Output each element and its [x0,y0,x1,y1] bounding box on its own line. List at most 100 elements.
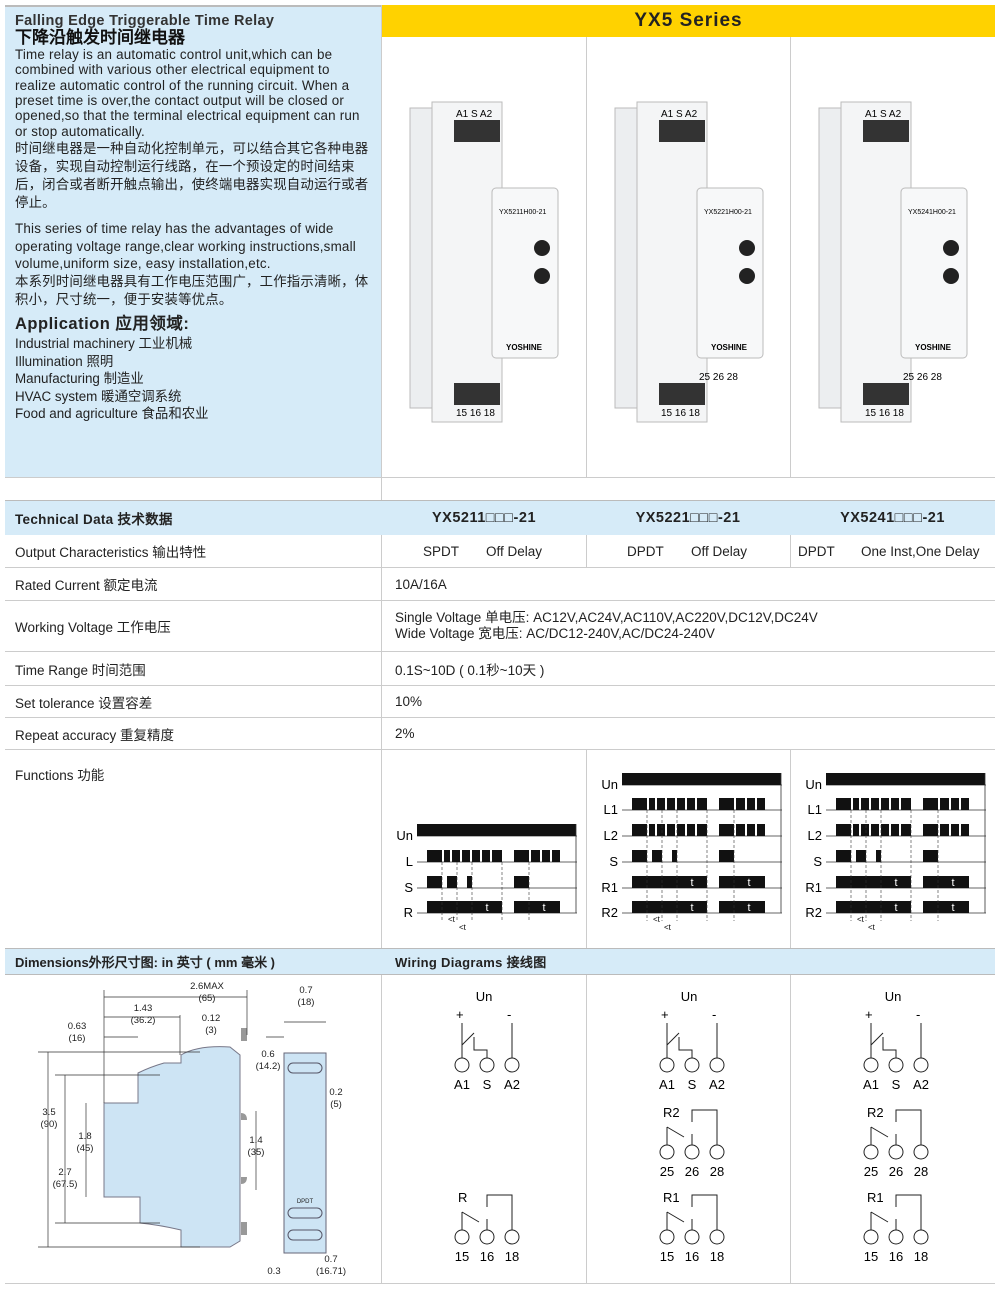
brand-label: YOSHINE [506,343,543,352]
terminal-label: A2 [504,1077,520,1092]
description-cn: 时间继电器是一种自动化控制单元，可以结合其它各种电器设备，实现自动控制运行线路，… [15,141,369,211]
dimension-drawing: 2.6MAX(65) 1.43(36.2) 0.63(16) 0.12(3) 3… [38,981,346,1277]
description-en: Time relay is an automatic control unit,… [15,46,360,139]
terminal-label: 25 [864,1164,878,1179]
model-label: YX5211H00-21 [499,209,546,216]
advantages-cn: 本系列时间继电器具有工作电压范围广，工作指示清晰，体积小，尺寸统一，便于安装等优… [15,273,369,307]
table-row: Set tolerance 设置容差 10% [5,686,995,718]
table-row: Output Characteristics 输出特性 SPDT Off Del… [5,535,995,568]
time-marker: <t [857,915,865,924]
dimension-label: (35) [248,1147,265,1158]
time-label: t [951,877,954,889]
terminal-label: 25 [660,1164,674,1179]
dimension-label: 1.4 [249,1135,262,1146]
brand-label: YOSHINE [915,343,952,352]
title-en: Falling Edge Triggerable Time Relay [15,13,275,29]
dimension-label: 0.3 [267,1266,280,1277]
application-item: HVAC system 暖通空调系统 [15,388,182,404]
time-marker: <t [448,915,456,924]
functions-row: Functions 功能 [5,750,995,948]
terminal-label: A2 [913,1077,929,1092]
signal-label: R [404,905,413,920]
terminal-label: S [688,1077,697,1092]
technical-data-label: Technical Data 技术数据 [15,512,173,527]
dimension-label: 0.2 [329,1087,342,1098]
contact-type: DPDT [627,543,664,559]
wide-voltage: Wide Voltage 宽电压: AC/DC12-240V,AC/DC24-2… [395,626,715,641]
dimension-label: DPDT [297,1199,314,1205]
divider [790,37,791,477]
dimension-label: (90) [41,1119,58,1130]
dimension-label: 0.7 [324,1254,337,1265]
row-value: 10A/16A [395,576,447,592]
table-row: Working Voltage 工作电压 Single Voltage 单电压:… [5,601,995,652]
row-value: 10% [395,694,423,709]
output-mode: Off Delay [691,543,748,559]
dimension-label: 2.7 [58,1167,71,1178]
application-item: Industrial machinery 工业机械 [15,336,193,352]
divider [790,750,791,948]
time-label: t [747,902,750,914]
time-marker: <t [868,923,876,932]
brand-label: YOSHINE [711,343,748,352]
model-header: YX5221□□□-21 [635,510,741,526]
minus-label: - [916,1007,920,1022]
relay-label: R2 [867,1105,884,1120]
dimension-label: (5) [330,1099,342,1110]
terminal-label: 18 [914,1249,928,1264]
terminal-label: A1 [659,1077,675,1092]
terminal-labels-top: A1 S A2 [865,109,902,120]
output-mode: One Inst,One Delay [861,543,980,559]
terminal-labels-bottom: 15 16 18 [456,408,495,419]
signal-label: R2 [805,905,822,920]
dimension-label: 3.5 [42,1107,55,1118]
model-label: YX5241H00-21 [908,209,956,216]
divider [5,477,995,478]
signal-label: R1 [805,880,822,895]
terminal-label: 15 [660,1249,674,1264]
dimension-label: (14.2) [256,1061,281,1072]
signal-label: L [406,854,413,869]
supply-label: Un [885,989,902,1004]
time-label: t [690,877,693,889]
advantages-en: This series of time relay has the advant… [15,221,356,272]
dimension-label: 2.6MAX [190,981,224,992]
divider [586,975,587,1283]
time-label: t [747,877,750,889]
terminal-label: 18 [505,1249,519,1264]
terminal-label: 28 [914,1164,928,1179]
terminal-label: S [483,1077,492,1092]
supply-label: Un [476,989,493,1004]
relay-label: R [458,1190,467,1205]
terminal-label: S [892,1077,901,1092]
divider [790,975,791,1283]
dimension-label: (65) [199,993,216,1004]
signal-label: S [813,854,822,869]
signal-label: R2 [601,905,618,920]
time-marker: <t [653,915,661,924]
row-label: Functions 功能 [15,768,105,783]
model-label: YX5221H00-21 [704,209,752,216]
terminal-label: A2 [709,1077,725,1092]
terminal-label: 26 [889,1164,903,1179]
title-cn: 下降沿触发时间继电器 [15,28,185,48]
time-label: t [951,902,954,914]
table-row: Time Range 时间范围 0.1S~10D ( 0.1秒~10天 ) [5,652,995,686]
terminal-label: 16 [889,1249,903,1264]
dimension-label: (16) [69,1033,86,1044]
row-label: Output Characteristics 输出特性 [15,545,207,560]
application-item: Food and agriculture 食品和农业 [15,406,209,422]
row-label: Rated Current 额定电流 [15,578,158,593]
divider [586,750,587,948]
terminal-label: 26 [685,1164,699,1179]
table-row: Rated Current 额定电流 10A/16A [5,568,995,601]
voltage-values: Single Voltage 单电压: AC12V,AC24V,AC110V,A… [395,601,818,651]
